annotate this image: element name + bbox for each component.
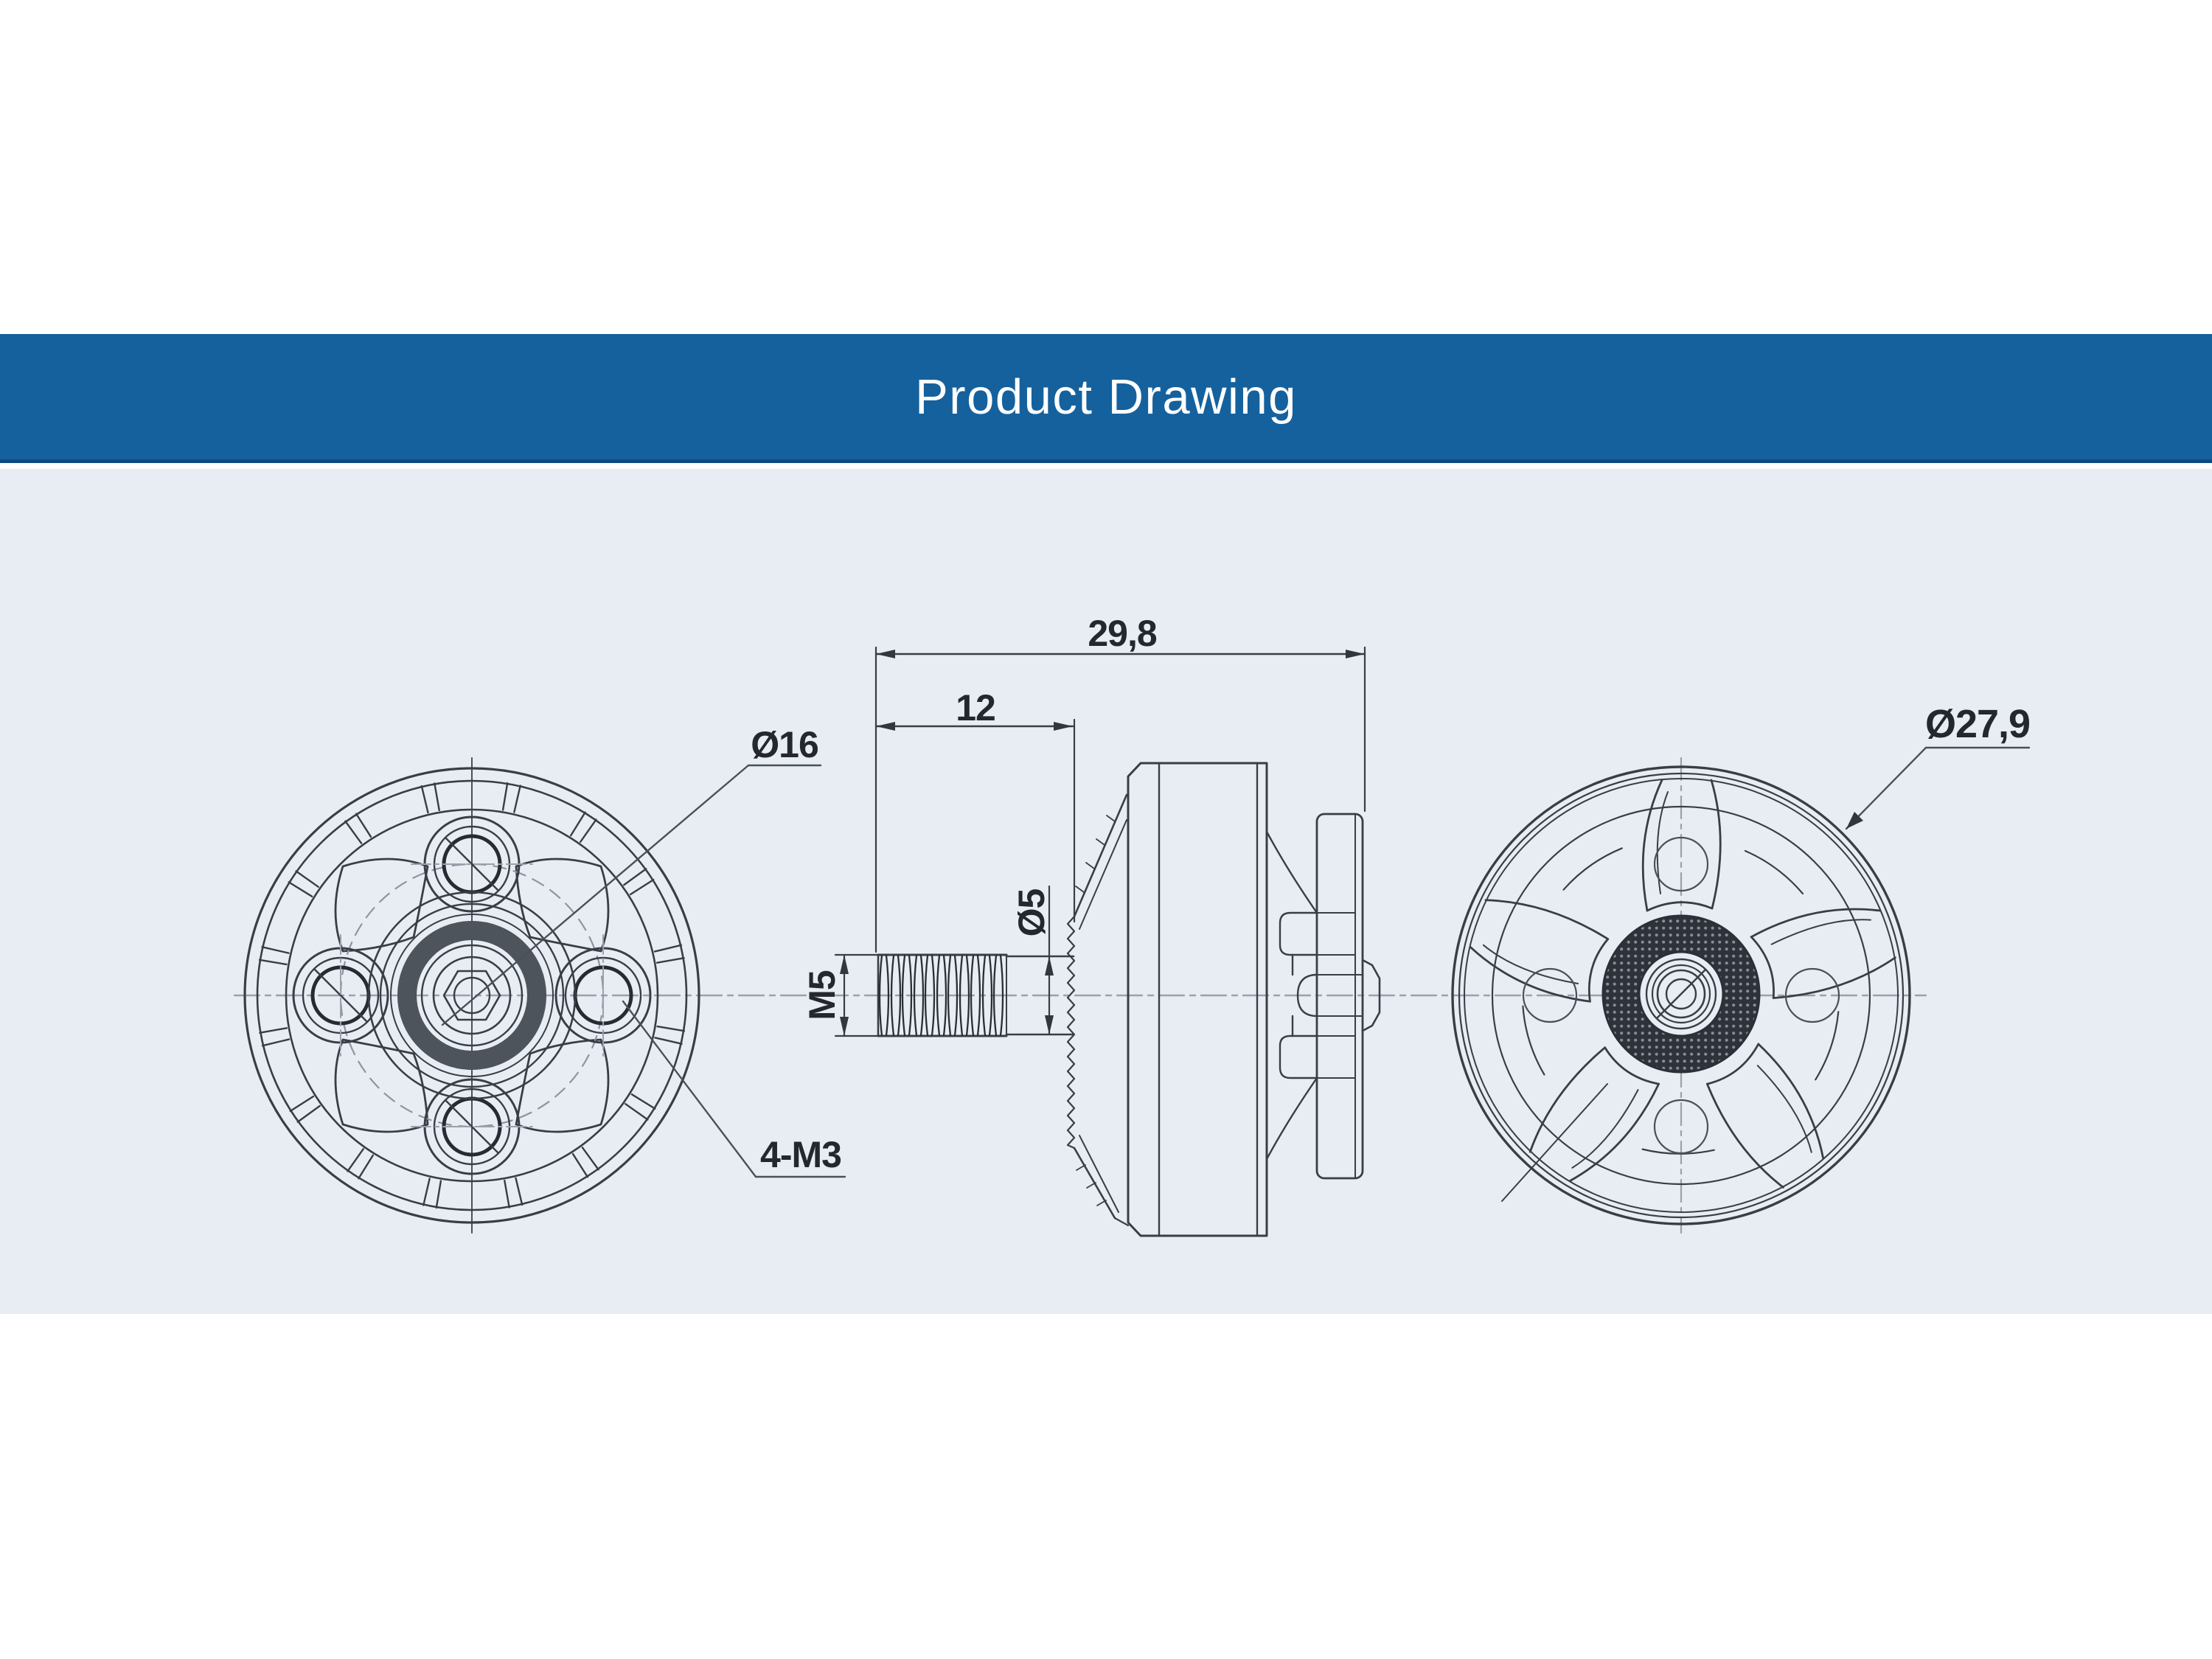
front-view (243, 757, 846, 1234)
label-hub-diameter: Ø16 (751, 724, 819, 765)
boss-centerline-ticks (340, 863, 604, 1127)
o279-leader (1845, 746, 1927, 830)
rear-leader (1845, 746, 2031, 830)
rear-view (1451, 746, 2031, 1242)
side-view (834, 646, 1381, 1237)
section-header-banner: Product Drawing (0, 334, 2212, 463)
front-hub (367, 891, 577, 1100)
mount-plate (1315, 813, 1364, 1180)
o16-leader (441, 764, 750, 1026)
rear-hub (1601, 914, 1761, 1074)
label-shaft-thread: M5 (801, 970, 843, 1020)
spoke-edge-extension (1501, 1083, 1608, 1202)
stator-mount (1265, 813, 1381, 1180)
label-mount-holes: 4-M3 (760, 1134, 842, 1175)
extension-lines (874, 646, 1366, 953)
m3-leader (622, 1000, 757, 1178)
label-outer-diameter: Ø27,9 (1924, 702, 2031, 746)
rear-mount-holes (1522, 836, 1840, 1155)
front-face-circle (285, 808, 659, 1183)
front-outer-circle (243, 767, 700, 1224)
plain-shaft (1005, 955, 1075, 1036)
dim-shaft-diameter (1045, 885, 1054, 1036)
dim-overall-length (874, 650, 1366, 658)
front-rim-circle (256, 779, 688, 1211)
rear-face-circle (1491, 805, 1871, 1186)
front-leaders (441, 764, 846, 1178)
rotor-bell (1127, 762, 1268, 1237)
dim-shaft-length (874, 722, 1074, 731)
threaded-shaft (877, 953, 1008, 1037)
thread-turns (878, 954, 1004, 1037)
rear-outer-circle (1451, 765, 1911, 1225)
section-title: Product Drawing (915, 369, 1297, 425)
shaft-end-boss (1361, 959, 1381, 1032)
serrated-edge (1066, 915, 1076, 1150)
bell-cone (1066, 793, 1130, 1227)
label-shaft-length: 12 (956, 687, 996, 728)
label-overall-length: 29,8 (1088, 613, 1157, 654)
hex-bore (442, 970, 501, 1021)
drawing-canvas (0, 469, 2212, 1314)
label-shaft-diameter: Ø5 (1011, 888, 1052, 937)
